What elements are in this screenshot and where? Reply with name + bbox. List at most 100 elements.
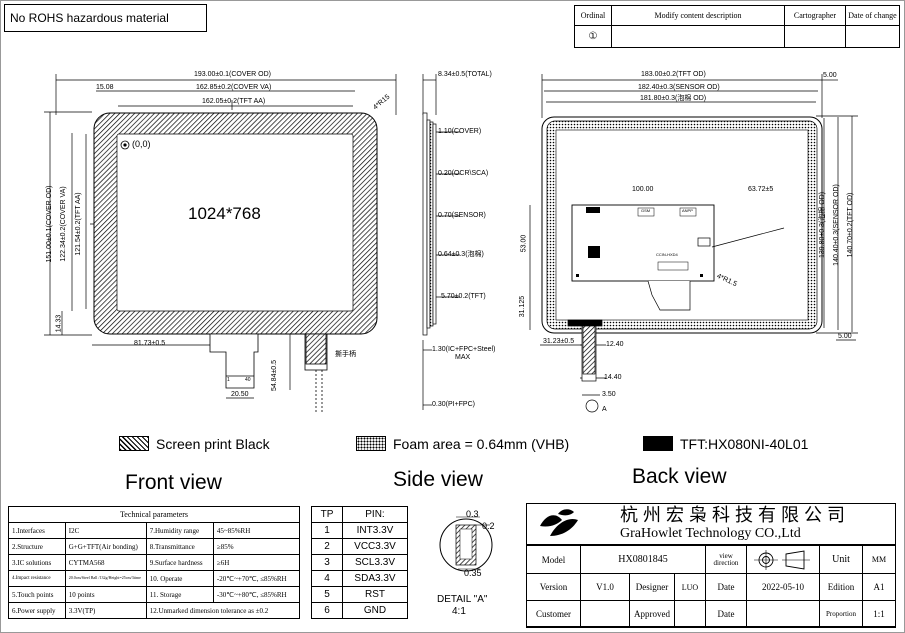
pin-name: VCC3.3V: [342, 538, 408, 555]
edition-value: A1: [862, 573, 896, 601]
tech-cell: 3.3V(TP): [64, 602, 147, 619]
dim-left-offset: 15.08: [96, 84, 114, 91]
view-direction-symbol: [746, 545, 820, 574]
dim-back-53: 53.00: [520, 234, 528, 253]
detail-a-mark: A: [602, 406, 607, 413]
legend-tft: TFT:HX080NI-40L01: [680, 436, 809, 452]
dim-side-pi-fpc: 0.30(PI+FPC): [432, 401, 475, 408]
version-label: Version: [526, 573, 581, 601]
legend-swatch-foam: [356, 436, 386, 451]
fpc-pin-40: 40: [245, 377, 251, 383]
tech-cell: 2.Structure: [8, 538, 66, 555]
fpc-pin-1: 1: [227, 377, 230, 383]
ic-label: CCIN-HXD4: [656, 252, 678, 257]
tech-cell: CYTMA568: [64, 554, 147, 571]
tech-cell: 11. Storage: [145, 586, 214, 603]
tech-cell: -30℃~+80℃, ≤85%RH: [212, 586, 301, 603]
rev-row-date: [845, 25, 900, 48]
dim-side-tft: 5.70±0.2(TFT): [441, 293, 486, 300]
rohs-note: No ROHS hazardous material: [10, 11, 169, 25]
resolution-label: 1024*768: [188, 204, 261, 223]
projection-icon: [754, 549, 810, 570]
company-logo: [540, 509, 578, 536]
dim-back-350: 3.50: [602, 391, 616, 398]
dim-back-1440: 14.40: [604, 374, 622, 381]
legend-swatch-tft: [643, 436, 673, 451]
pin-no: 3: [311, 554, 343, 571]
dim-back-1240: 12.40: [606, 341, 624, 348]
date2-label: Date: [705, 600, 747, 628]
dim-back-tft-od-w: 183.00±0.2(TFT OD): [641, 71, 706, 78]
dim-back-right-offset: 5.00: [823, 72, 837, 79]
back-view-title: Back view: [632, 465, 727, 488]
model-label: Model: [526, 545, 581, 574]
dim-fpc-pos: 81.73±0.5: [134, 340, 166, 347]
dim-tft-aa-w: 162.05±0.2(TFT AA): [202, 98, 266, 105]
company-name-cn: 杭州宏枭科技有限公司: [620, 505, 850, 525]
dim-side-foam: 0.64±0.3(泡棉): [438, 251, 484, 258]
tech-cell: ≥85%: [212, 538, 301, 555]
tech-cell: 5.Touch points: [8, 586, 66, 603]
date-label: Date: [705, 573, 747, 601]
date-value: 2022-05-10: [746, 573, 820, 601]
tech-cell: 1.Interfaces: [8, 522, 66, 539]
company-header: [526, 503, 896, 545]
dim-side-sensor: 0.70(SENSOR): [438, 212, 486, 219]
pin-no: 2: [311, 538, 343, 555]
dim-side-ic-fpc-max: MAX: [455, 354, 471, 361]
tech-cell: 45~85%RH: [212, 522, 301, 539]
detail-d3: 0.35: [464, 568, 482, 578]
company-name-en: GraHowlet Technology CO.,Ltd: [620, 526, 801, 541]
pin-no: 6: [311, 602, 343, 619]
tech-params-table: Technical parameters 1.Interfaces I2C 7.…: [8, 506, 301, 619]
dim-back-foam-w: 181.80±0.3(泡棉 OD): [640, 95, 707, 102]
detail-label: DETAIL "A": [437, 594, 488, 605]
legend-screen-print: Screen print Black: [156, 436, 270, 452]
approved-label: Approved: [629, 600, 675, 628]
dim-back-100: 100.00: [632, 186, 654, 193]
version-value: V1.0: [580, 573, 630, 601]
tech-cell: 10. Operate: [145, 570, 214, 587]
pin-name: INT3.3V: [342, 522, 408, 539]
tech-cell: 10 points: [64, 586, 147, 603]
chip-anpp-label: ANPP: [682, 208, 693, 213]
dim-side-total: 8.34±0.5(TOTAL): [438, 71, 492, 78]
legend-foam: Foam area = 0.64mm (VHB): [393, 436, 570, 452]
dim-side-ic-fpc: 1.30(IC+FPC+Steel): [432, 346, 496, 353]
dim-back-6372: 63.72±5: [748, 186, 774, 193]
tech-cell: I2C: [64, 522, 147, 539]
dim-back-sensor-od-w: 182.40±0.3(SENSOR OD): [638, 84, 720, 91]
designer-value: LUO: [674, 573, 706, 601]
dim-side-cover: 1.10(COVER): [438, 128, 482, 135]
tech-cell: G+G+TFT(Air bonding): [64, 538, 147, 555]
view-direction-label: view direction: [705, 545, 747, 574]
detail-d2: 0.2: [482, 521, 495, 531]
tech-cell: 7.Humidity range: [145, 522, 214, 539]
proportion-value: 1:1: [862, 600, 896, 628]
side-view-title: Side view: [393, 468, 483, 491]
edition-label: Edition: [819, 573, 863, 601]
unit-label: Unit: [819, 545, 863, 574]
tech-params-title: Technical parameters: [8, 506, 300, 523]
tech-cell: 4.Impact resistance: [8, 570, 66, 587]
designer-label: Designer: [629, 573, 675, 601]
chip-gsm-label: GSM: [641, 208, 651, 213]
dim-side-ocr: 0.20(OCR\SCA): [438, 170, 489, 177]
tech-cell: 3.IC solutions: [8, 554, 66, 571]
front-view-title: Front view: [125, 471, 222, 494]
origin-label: (0,0): [132, 139, 151, 149]
pin-no: 5: [311, 586, 343, 603]
tech-cell: 20.0cm/Steel Ball /132g/Height=25cm/3tim…: [64, 570, 147, 587]
pin-no: 4: [311, 570, 343, 587]
dim-back-31125: 31.125: [519, 295, 527, 318]
title-block-table: Model HX0801845 view direction Unit MM V…: [526, 545, 896, 628]
pin-header-pin: PIN:: [342, 506, 408, 523]
tech-cell: ≥6H: [212, 554, 301, 571]
legend-swatch-screen-print: [119, 436, 149, 451]
pin-name: SDA3.3V: [342, 570, 408, 587]
customer-value: [580, 600, 630, 628]
